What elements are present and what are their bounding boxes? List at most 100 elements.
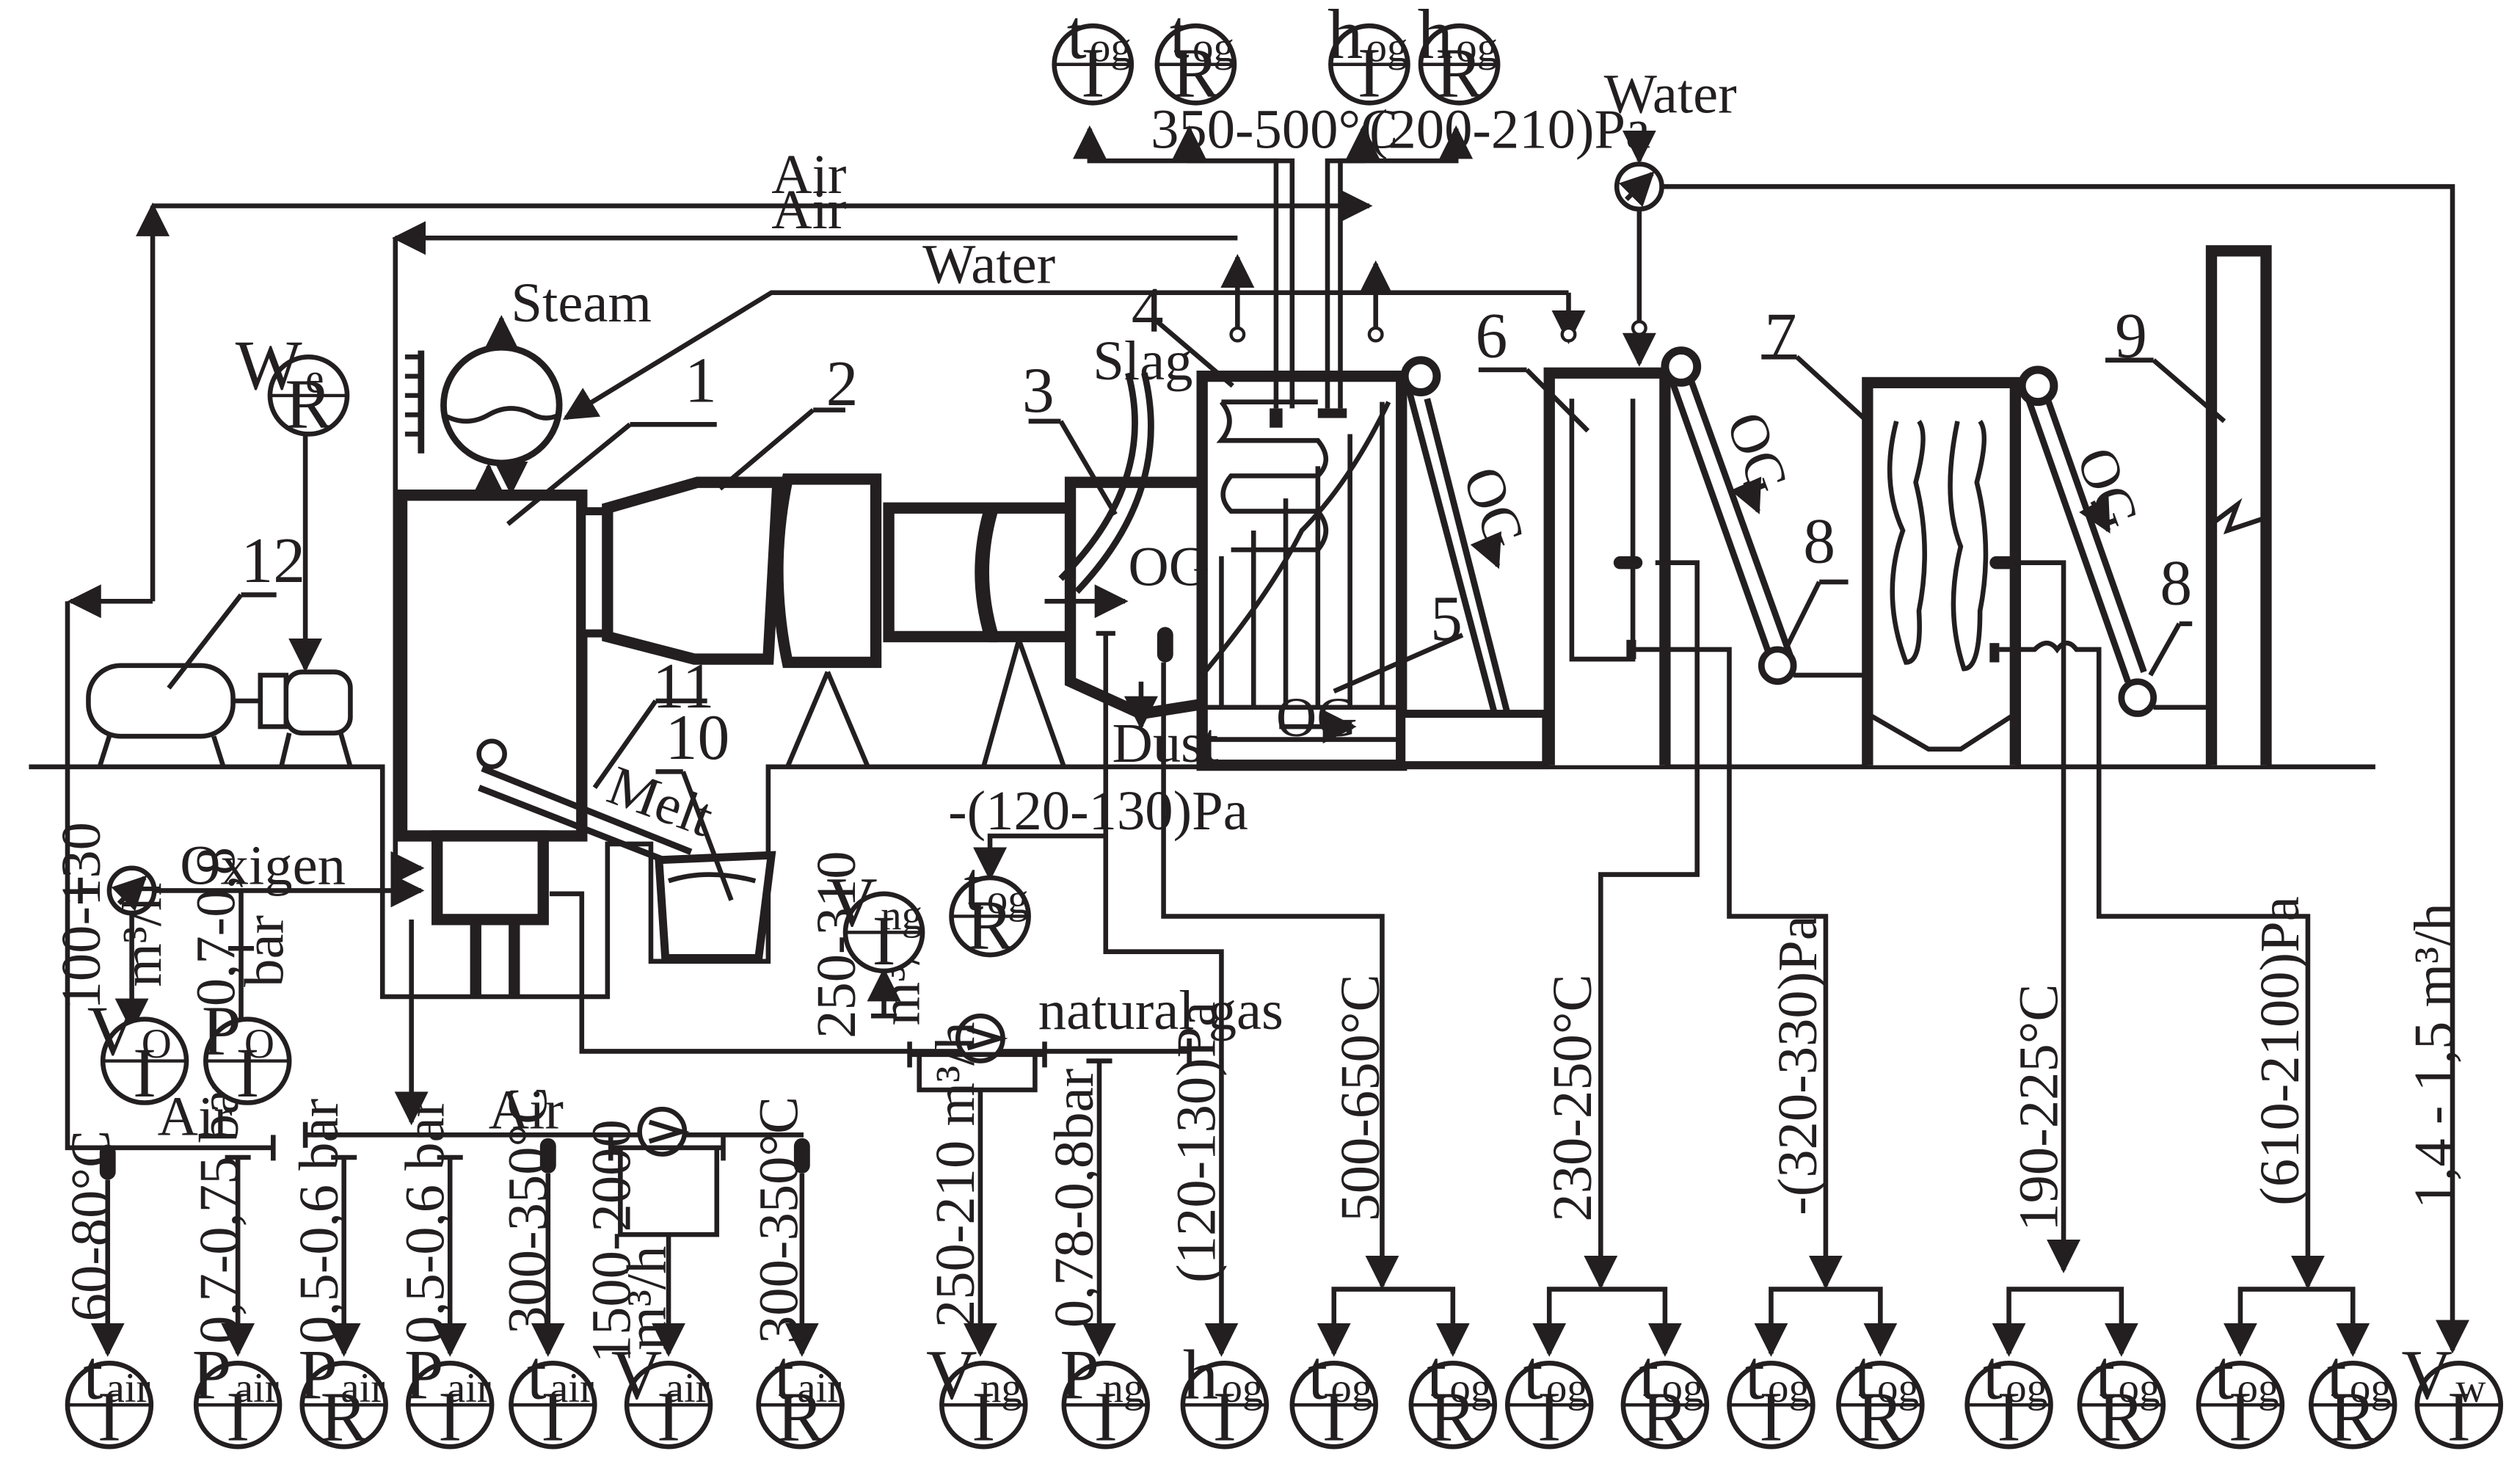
instrument-symbol: t xyxy=(1427,1335,1446,1414)
equipment-number-label: 2 xyxy=(826,348,859,419)
instrument-function: I xyxy=(1537,1377,1561,1455)
flow-label-dust: Dust xyxy=(1112,712,1219,774)
instrument-symbol: V xyxy=(926,1335,977,1414)
range-label-t-boiler: 350-500°C xyxy=(1151,98,1398,161)
instrument-symbol: t xyxy=(2214,1335,2234,1414)
instrument-symbol: t xyxy=(2327,1335,2347,1414)
instrument-function: I xyxy=(236,1033,259,1112)
instrument-subscript: og xyxy=(2237,1365,2279,1411)
furnace-1 xyxy=(396,422,717,997)
instrument-symbol: V xyxy=(611,1335,663,1414)
instrument-symbol: P xyxy=(298,1335,338,1414)
compressor-unit-12 xyxy=(67,434,353,768)
range-label-p-og-3: -(320-330)Pa xyxy=(1766,915,1829,1215)
range-label-p-boiler: (200-210)Pa xyxy=(1369,98,1650,161)
range-label-v-water: 1,4 - 1,5 m³/h xyxy=(2403,903,2465,1209)
flow-label-air-bottom-mid: Air xyxy=(489,1079,564,1141)
instrument-subscript: og xyxy=(2118,1365,2160,1411)
filter-7 xyxy=(1761,354,2147,765)
instrument-subscript: air xyxy=(235,1365,279,1411)
instrument-symbol: P xyxy=(192,1335,232,1414)
flow-labels: AirAirWaterWaterSteamSlagDustMeltOxigenn… xyxy=(158,62,2152,1147)
instrument-subscript: og xyxy=(1221,1365,1263,1411)
launder-11 xyxy=(476,698,707,871)
instrument-subscript: og xyxy=(1662,1365,1704,1411)
instrument-subscript: og xyxy=(2350,1365,2392,1411)
instrument-symbol: P xyxy=(202,992,241,1070)
range-label-v-air: 1500-2000 xyxy=(580,1119,643,1363)
duct-2 xyxy=(602,407,1077,768)
instrument-subscript: air xyxy=(666,1365,710,1411)
flow-label-steam: Steam xyxy=(511,272,652,334)
instrument-subscript: og xyxy=(1768,1365,1810,1411)
flow-label-air-top: Air xyxy=(771,143,846,206)
og-flow-arrows xyxy=(1044,476,2111,744)
instrument-subscript: og xyxy=(2006,1365,2047,1411)
flow-label-og: OG xyxy=(2065,440,2152,537)
instrument-subscript: air xyxy=(447,1365,491,1411)
instrument-subscript: og xyxy=(1877,1365,1919,1411)
instrument-function: I xyxy=(1094,1377,1118,1455)
equipment-number-label: 1 xyxy=(685,345,717,416)
instrument-symbol: t xyxy=(1523,1335,1543,1414)
range-label-p-air-1: 0,7-0,75 bar xyxy=(188,1071,250,1344)
instrument-symbol: W xyxy=(236,326,302,404)
flow-label-og: OG xyxy=(1128,535,1209,597)
instrument-symbol: P xyxy=(1060,1335,1099,1414)
instrument-function: R xyxy=(777,1377,825,1455)
instrument-function: I xyxy=(1213,1377,1237,1455)
stack-9 xyxy=(2105,245,2272,765)
flow-label-water-source: Water xyxy=(1604,62,1737,125)
range-label-p-oxygen-unit: bar xyxy=(233,915,295,987)
equipment-number-label: 5 xyxy=(1430,583,1463,654)
instrument-symbol: t xyxy=(1170,0,1190,73)
instrument-subscript: og xyxy=(1330,1365,1372,1411)
instrument-symbol: t xyxy=(83,1335,103,1414)
instrument-symbol: t xyxy=(1854,1335,1874,1414)
instrument-function: I xyxy=(1998,1377,2021,1455)
instrument-subscript: w xyxy=(2455,1365,2486,1411)
instrument-function: I xyxy=(657,1377,680,1455)
ladle-10 xyxy=(655,769,776,962)
range-label-p-ng: 0,78-0,8bar xyxy=(1043,1069,1105,1328)
instrument-function: I xyxy=(226,1377,250,1455)
flow-label-natural-gas: natural gas xyxy=(1038,979,1283,1041)
instrument-function: R xyxy=(2329,1377,2377,1455)
range-label-v-ng: 250-210 m³/h xyxy=(924,1022,986,1328)
range-label-p-gas-line: -(120-130)Pa xyxy=(948,779,1248,842)
instrument-symbol: t xyxy=(1639,1335,1658,1414)
equipment-number-label: 9 xyxy=(2115,299,2147,371)
equipment-number-label: 6 xyxy=(1475,299,1507,371)
instrument-subscript: ng xyxy=(1102,1365,1144,1411)
instrument-subscript: og xyxy=(1192,24,1234,70)
instrument-subscript: O xyxy=(142,1021,172,1067)
equipment-number-label: 10 xyxy=(666,702,730,773)
instrument-symbol: P xyxy=(404,1335,444,1414)
range-label-v-oxygen-unit: m³/h xyxy=(111,883,173,987)
instrument-function: R xyxy=(1430,1377,1477,1455)
range-label-v-oxygen: 100-130 xyxy=(50,822,112,1009)
range-label-t-air-2: 300-350°C xyxy=(497,1087,559,1334)
instrument-function: R xyxy=(2098,1377,2146,1455)
range-label-t-og-1: 500-650°C xyxy=(1329,974,1391,1221)
range-label-p-air-3: 0,5-0,6 bar xyxy=(393,1099,456,1344)
range-label-p-air-2: 0,5-0,6 bar xyxy=(288,1099,350,1344)
